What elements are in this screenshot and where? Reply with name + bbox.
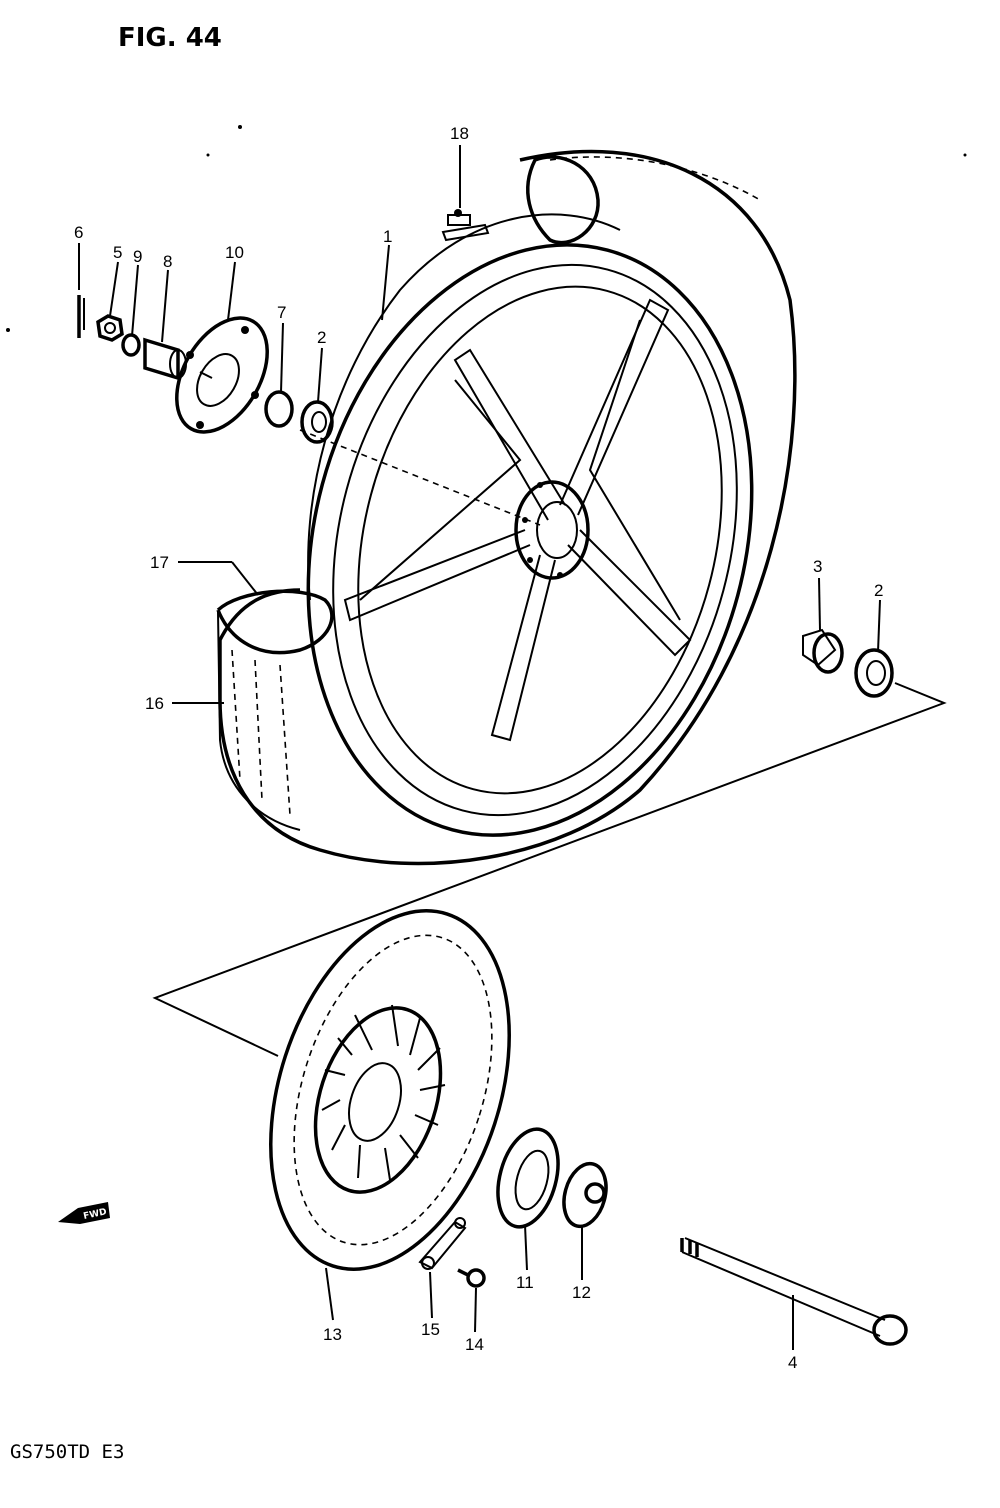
callout-3: 3 <box>813 557 822 576</box>
fwd-label: FWD <box>83 1207 108 1222</box>
bearing-part-2-left <box>300 400 334 444</box>
oil-seal-part-7 <box>264 390 294 428</box>
disc-bolt-part-14 <box>457 1268 486 1288</box>
cotter-pin-part-6 <box>77 295 85 338</box>
bearing-part-2-right <box>854 648 894 698</box>
front-axle-part-4 <box>680 1237 908 1346</box>
wheel-rim <box>216 149 797 866</box>
axle-nut-part-5 <box>96 314 124 342</box>
callout-6: 6 <box>74 223 83 242</box>
callout-9: 9 <box>133 247 142 266</box>
callout-7: 7 <box>277 303 286 322</box>
callout-1: 1 <box>383 227 392 246</box>
rim-band <box>526 155 600 245</box>
axle-collar-part-12 <box>562 1161 608 1229</box>
callout-2-left: 2 <box>317 328 326 347</box>
callout-10: 10 <box>225 243 244 262</box>
fwd-arrow-icon: FWD <box>58 1202 110 1224</box>
tire-tread-top <box>549 156 761 201</box>
speedometer-plate-part-10 <box>175 316 269 434</box>
figure-title: FIG. 44 <box>118 23 222 53</box>
callout-11: 11 <box>516 1273 534 1292</box>
callout-4: 4 <box>788 1353 797 1372</box>
callout-16: 16 <box>145 694 164 713</box>
callout-8: 8 <box>163 252 172 271</box>
dust-seal-part-11 <box>496 1127 560 1229</box>
callout-2-right: 2 <box>874 581 883 600</box>
scan-noise <box>6 125 967 332</box>
wheel-hub <box>514 480 590 580</box>
callout-13: 13 <box>323 1325 342 1344</box>
brake-disc-part-13 <box>269 909 511 1271</box>
callout-5: 5 <box>113 243 122 262</box>
washer-part-9 <box>121 333 141 357</box>
callout-15: 15 <box>421 1320 440 1339</box>
leader-lines <box>78 145 881 1350</box>
lock-washer-part-15 <box>418 1217 467 1270</box>
callout-18: 18 <box>450 124 469 143</box>
valve-part-18 <box>441 209 490 242</box>
spacer-part-3 <box>802 628 844 674</box>
callout-14: 14 <box>465 1335 484 1354</box>
model-code: GS750TD E3 <box>10 1441 124 1463</box>
callout-17: 17 <box>150 553 169 572</box>
callout-12: 12 <box>572 1283 591 1302</box>
explosion-guide-line <box>152 682 947 1057</box>
